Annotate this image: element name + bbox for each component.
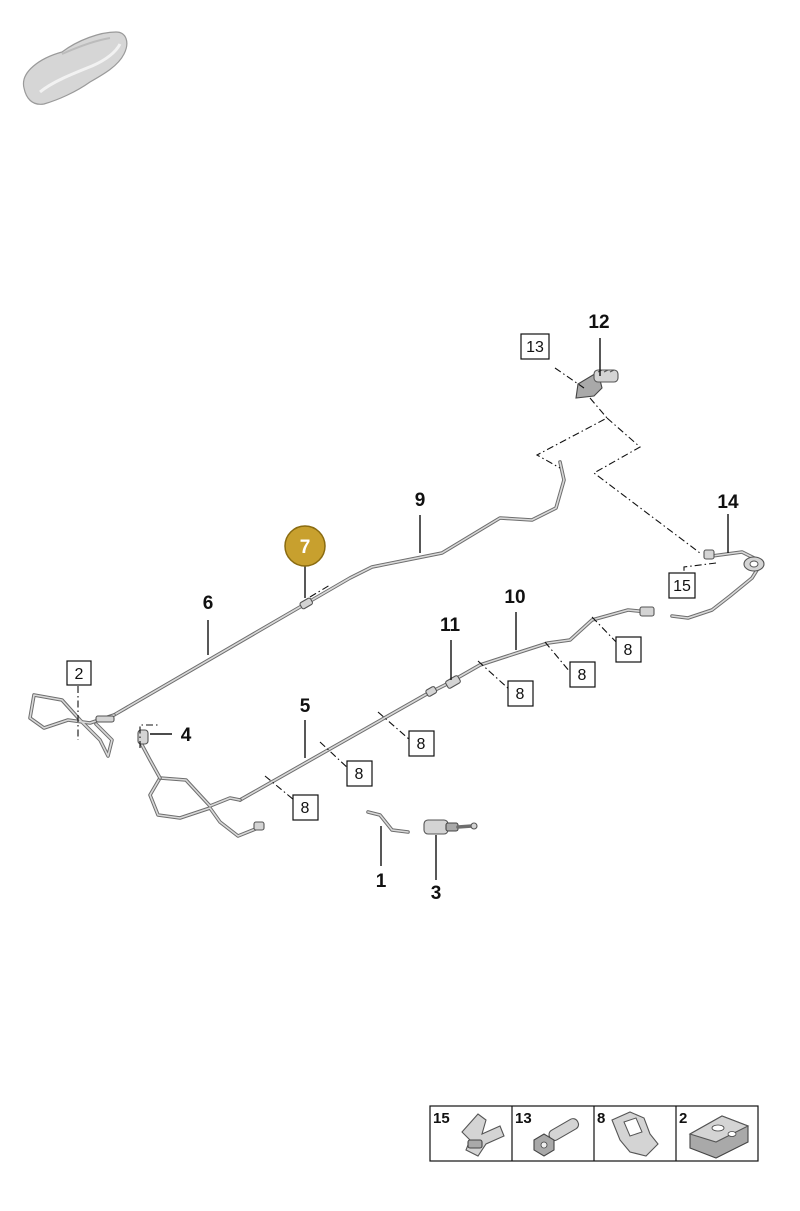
callout-7: 7 bbox=[300, 537, 311, 558]
boxed-callout-15: 15 bbox=[668, 572, 696, 599]
brake-pipe-upper[interactable] bbox=[112, 460, 566, 717]
callout-8: 8 bbox=[516, 686, 525, 703]
legend-strip: 15 13 8 2 bbox=[429, 1105, 759, 1162]
callout-6: 6 bbox=[203, 593, 214, 614]
pipe-end-left-lower bbox=[137, 729, 265, 838]
boxed-callout-13: 13 bbox=[520, 333, 550, 360]
legend-label: 8 bbox=[597, 1110, 605, 1127]
leader-lines bbox=[150, 338, 729, 880]
car-silhouette-icon bbox=[22, 31, 128, 105]
callout-8: 8 bbox=[301, 800, 310, 817]
callout-9: 9 bbox=[415, 490, 426, 511]
legend-item-13[interactable]: 13 bbox=[515, 1110, 580, 1157]
bolt-icon bbox=[533, 1118, 580, 1157]
callout-7-highlight[interactable]: 7 bbox=[284, 525, 326, 567]
callout-11: 11 bbox=[440, 615, 461, 636]
callout-2: 2 bbox=[75, 666, 84, 683]
callout-8: 8 bbox=[355, 766, 364, 783]
pipe-union-fitting bbox=[299, 597, 461, 697]
boxed-callout-8d: 8 bbox=[507, 680, 534, 707]
legend-item-2[interactable]: 2 bbox=[679, 1110, 750, 1159]
boxed-callout-2: 2 bbox=[66, 660, 92, 686]
boxed-callout-8b: 8 bbox=[346, 760, 373, 787]
callout-8: 8 bbox=[417, 736, 426, 753]
boxed-callout-8f: 8 bbox=[615, 636, 642, 663]
pressure-sensor-part[interactable] bbox=[423, 819, 478, 835]
callout-3: 3 bbox=[431, 883, 442, 904]
callout-12: 12 bbox=[588, 312, 609, 333]
callout-14: 14 bbox=[717, 492, 739, 513]
callout-1: 1 bbox=[376, 871, 387, 892]
boxed-callout-8e: 8 bbox=[569, 661, 596, 688]
brake-hose-right[interactable] bbox=[670, 549, 765, 620]
pipe-clip-icon bbox=[611, 1111, 659, 1157]
pipe-end-left-upper bbox=[28, 693, 116, 758]
legend-label: 13 bbox=[515, 1110, 532, 1127]
brake-pipe-short[interactable] bbox=[366, 810, 410, 834]
legend-label: 2 bbox=[679, 1110, 687, 1127]
legend-label: 15 bbox=[433, 1110, 450, 1127]
callout-10: 10 bbox=[504, 587, 525, 608]
callout-8: 8 bbox=[624, 642, 633, 659]
holder-icon bbox=[688, 1115, 750, 1159]
legend-item-15[interactable]: 15 bbox=[433, 1110, 505, 1157]
bracket-part[interactable] bbox=[575, 369, 619, 399]
callout-15: 15 bbox=[673, 578, 691, 595]
callout-8: 8 bbox=[578, 667, 587, 684]
callout-5: 5 bbox=[300, 696, 311, 717]
boxed-callout-8c: 8 bbox=[408, 730, 435, 757]
legend-item-8[interactable]: 8 bbox=[597, 1110, 659, 1157]
callout-13: 13 bbox=[526, 339, 544, 356]
callout-4: 4 bbox=[181, 725, 192, 746]
boxed-callout-8a: 8 bbox=[292, 794, 319, 821]
clip-icon bbox=[461, 1113, 505, 1157]
assembly-lines bbox=[77, 367, 717, 801]
